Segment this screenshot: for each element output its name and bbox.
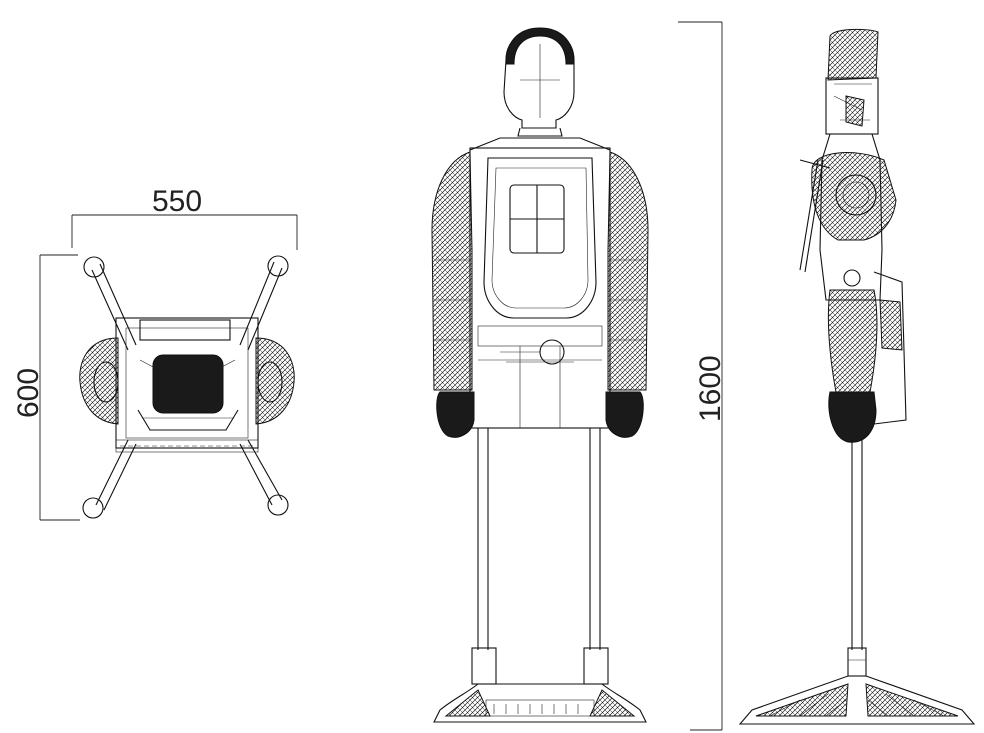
right-shoulder-top [255,337,295,425]
right-arm-front [607,151,649,391]
depth-dimension-label: 600 [12,368,45,418]
width-dimension: 550 [71,185,298,250]
support-post-side [851,440,863,650]
hand-side [828,391,877,443]
height-dimension-label: 1600 [694,355,727,422]
right-hand-front [605,391,644,438]
stand-legs-top [82,255,289,519]
height-dimension: 1600 [678,21,727,731]
torso-front [469,147,611,429]
arm-side [827,289,878,393]
base-front [433,683,647,723]
head-side [827,28,879,81]
left-hand-front [436,391,475,438]
left-arm-front [431,151,473,391]
side-rod [799,159,824,273]
depth-dimension: 600 [12,254,80,521]
side-view [738,28,976,725]
base-side [738,675,976,725]
support-posts [477,428,601,650]
width-dimension-label: 550 [152,185,202,218]
left-shoulder-top [79,337,119,425]
front-view [431,27,649,723]
top-view: 550 600 [12,185,298,521]
head-top [152,354,224,414]
